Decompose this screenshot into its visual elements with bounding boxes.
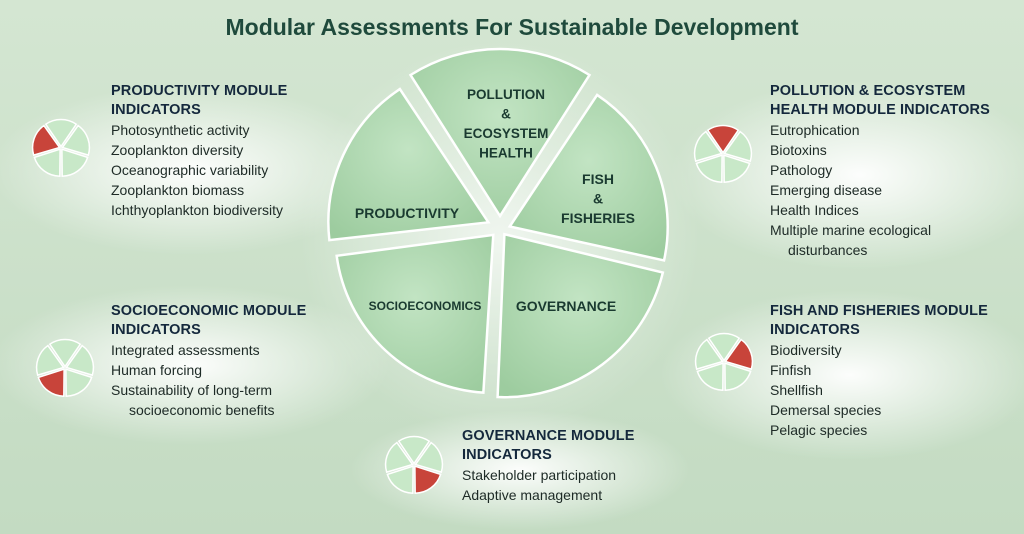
mini-pie-slice-socioeconomics (386, 465, 414, 494)
mini-pie-slice-governance (61, 148, 89, 177)
socioeconomic-mini-pie (34, 337, 96, 404)
socioeconomic-heading: SOCIOECONOMIC MODULE INDICATORS (111, 303, 307, 338)
mini-pie-slice-productivity (35, 344, 65, 377)
mini-pie-slice-governance (65, 368, 93, 397)
mini-pie-slice-fisheries (61, 124, 91, 157)
list-item: Finfish (770, 362, 812, 378)
mini-pie-slice-productivity (31, 124, 61, 157)
mini-pie-slice-socioeconomics (696, 362, 724, 391)
mini-pie-slice-fisheries (724, 338, 754, 371)
mini-pie-slice-governance (723, 154, 751, 183)
list-item: Pelagic species (770, 422, 868, 438)
list-item: Integrated assessments (111, 342, 260, 358)
mini-pie-slice-pollution (397, 435, 431, 465)
list-item: Pathology (770, 162, 833, 178)
list-item: Adaptive management (462, 487, 603, 503)
list-item: Biotoxins (770, 142, 827, 158)
mini-pie-slice-socioeconomics (33, 148, 61, 177)
list-item: Health Indices (770, 202, 859, 218)
mini-pie-slice-fisheries (65, 344, 95, 377)
mini-pie-slice-pollution (48, 338, 82, 368)
mini-pie-slice-socioeconomics (695, 154, 723, 183)
productivity-module: PRODUCTIVITY MODULE INDICATORS Photosynt… (111, 82, 287, 220)
wheel-segment-fisheries (507, 93, 669, 262)
mini-pie-slice-governance (724, 362, 752, 391)
list-item: Demersal species (770, 402, 882, 418)
list-item: Sustainability of long-term socioeconomi… (111, 382, 275, 418)
productivity-mini-pie (30, 117, 92, 184)
wheel-segment-pollution (408, 47, 592, 219)
list-item: Photosynthetic activity (111, 122, 250, 138)
list-item: Zooplankton diversity (111, 142, 244, 158)
wheel-segment-socioeconomics (335, 233, 495, 394)
pollution-module: POLLUTION & ECOSYSTEM HEALTH MODULE INDI… (770, 82, 990, 260)
mini-pie-slice-socioeconomics (37, 368, 65, 397)
fisheries-mini-pie (693, 331, 755, 398)
wheel-label-governance: GOVERNANCE (516, 298, 616, 314)
mini-pie-slice-fisheries (414, 441, 444, 474)
list-item: Shellfish (770, 382, 823, 398)
list-item: Eutrophication (770, 122, 860, 138)
mini-pie-slice-productivity (694, 338, 724, 371)
mini-pie-slice-pollution (706, 124, 740, 154)
mini-pie-slice-productivity (384, 441, 414, 474)
mini-pie-slice-pollution (44, 118, 78, 148)
productivity-heading: PRODUCTIVITY MODULE INDICATORS (111, 83, 288, 118)
governance-heading: GOVERNANCE MODULE INDICATORS (462, 428, 635, 463)
governance-module: GOVERNANCE MODULE INDICATORS Stakeholder… (462, 427, 635, 505)
mini-pie-slice-productivity (693, 130, 723, 163)
wheel-label-socioeconomics: SOCIOECONOMICS (369, 299, 482, 313)
list-item: Stakeholder participation (462, 467, 617, 483)
socioeconomic-module: SOCIOECONOMIC MODULE INDICATORS Integrat… (111, 302, 306, 420)
wheel-label-fisheries: FISH&FISHERIES (561, 171, 635, 226)
pollution-mini-pie (692, 123, 754, 190)
wheel-label-productivity: PRODUCTIVITY (355, 205, 460, 221)
mini-pie-slice-governance (414, 465, 442, 494)
wheel-segment-productivity (327, 87, 491, 242)
list-item: Human forcing (111, 362, 203, 378)
pollution-heading: POLLUTION & ECOSYSTEM HEALTH MODULE INDI… (770, 83, 990, 118)
mini-pie-slice-pollution (707, 332, 741, 362)
list-item: Multiple marine ecological disturbances (770, 222, 932, 258)
wheel-segment-governance (496, 232, 665, 399)
mini-pie-slice-fisheries (723, 130, 753, 163)
list-item: Emerging disease (770, 182, 883, 198)
list-item: Biodiversity (770, 342, 842, 358)
list-item: Ichthyoplankton biodiversity (111, 202, 283, 218)
governance-mini-pie (383, 434, 445, 501)
diagram-title: Modular Assessments For Sustainable Deve… (225, 14, 799, 40)
fisheries-module: FISH AND FISHERIES MODULE INDICATORS Bio… (770, 302, 988, 440)
list-item: Zooplankton biomass (111, 182, 245, 198)
fisheries-heading: FISH AND FISHERIES MODULE INDICATORS (770, 303, 988, 338)
list-item: Oceanographic variability (111, 162, 269, 178)
